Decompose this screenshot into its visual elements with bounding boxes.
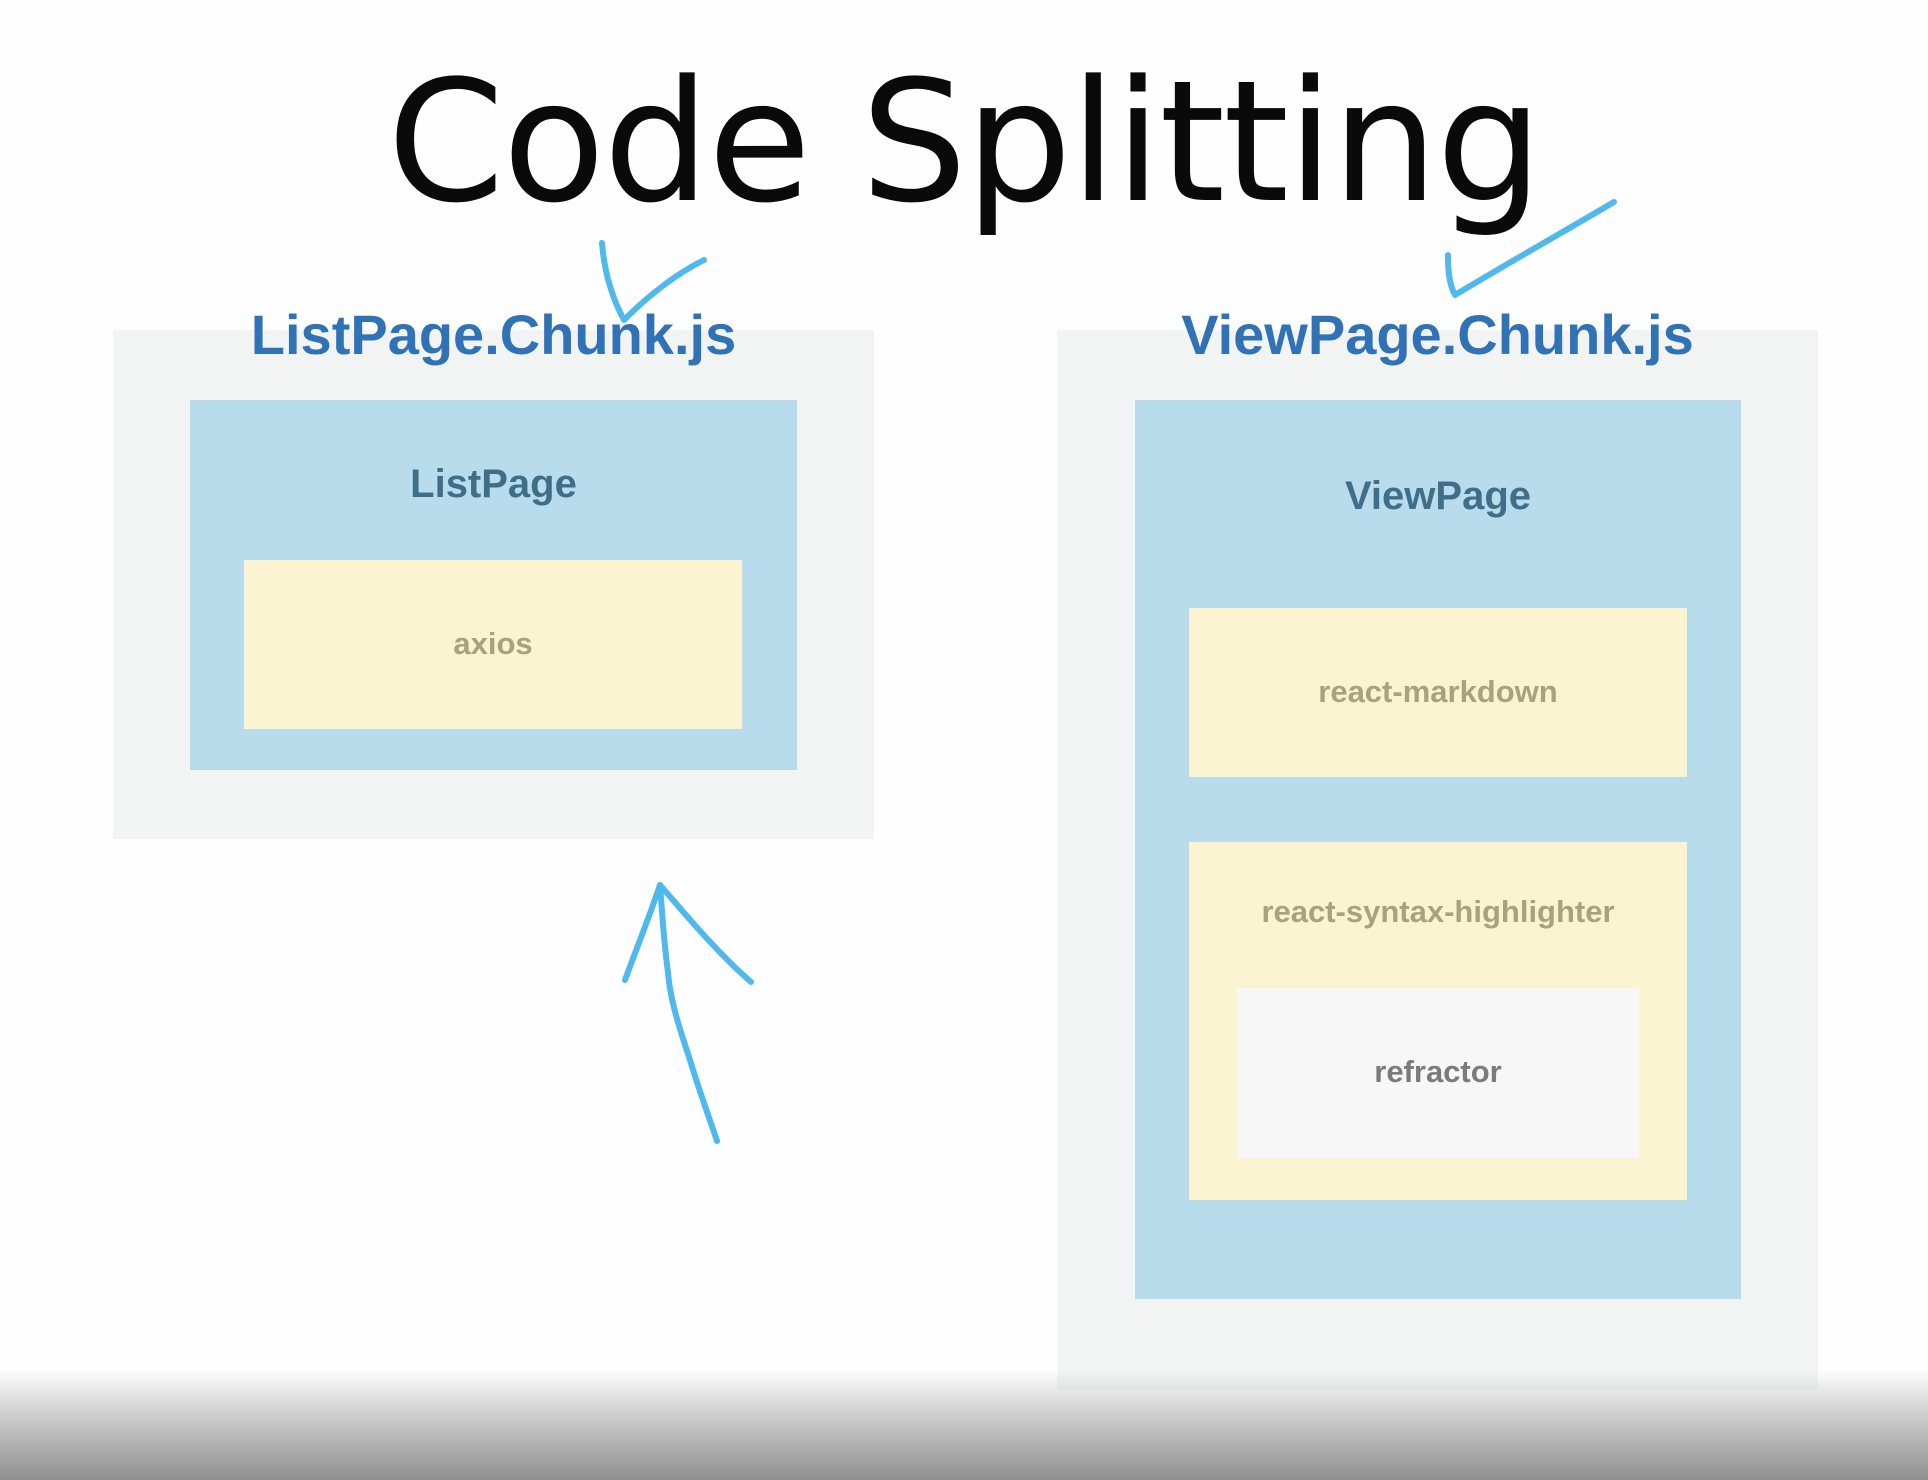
refractor-label: refractor [1374,1054,1502,1089]
list-page-box: ListPage axios [190,400,797,770]
react-syntax-highlighter-label: react-syntax-highlighter [1261,894,1615,929]
refractor-box: refractor [1237,988,1639,1158]
axios-box: axios [244,560,742,729]
up-arrow-icon [657,882,720,1144]
react-markdown-label: react-markdown [1318,674,1558,709]
list-page-label: ListPage [410,462,577,506]
axios-label: axios [453,626,533,661]
react-syntax-highlighter-box: react-syntax-highlighter refractor [1189,842,1687,1200]
react-markdown-box: react-markdown [1189,608,1687,777]
slide-title: Code Splitting [387,44,1543,240]
view-page-box: ViewPage react-markdown react-syntax-hig… [1135,400,1741,1299]
view-chunk-file-name: ViewPage.Chunk.js [1181,303,1694,366]
up-arrow-left-head-icon [622,882,663,983]
view-page-label: ViewPage [1344,474,1532,518]
bottom-shadow [0,1370,1928,1480]
list-chunk-file-name: ListPage.Chunk.js [250,303,737,366]
up-arrow-right-head-icon [657,882,754,985]
